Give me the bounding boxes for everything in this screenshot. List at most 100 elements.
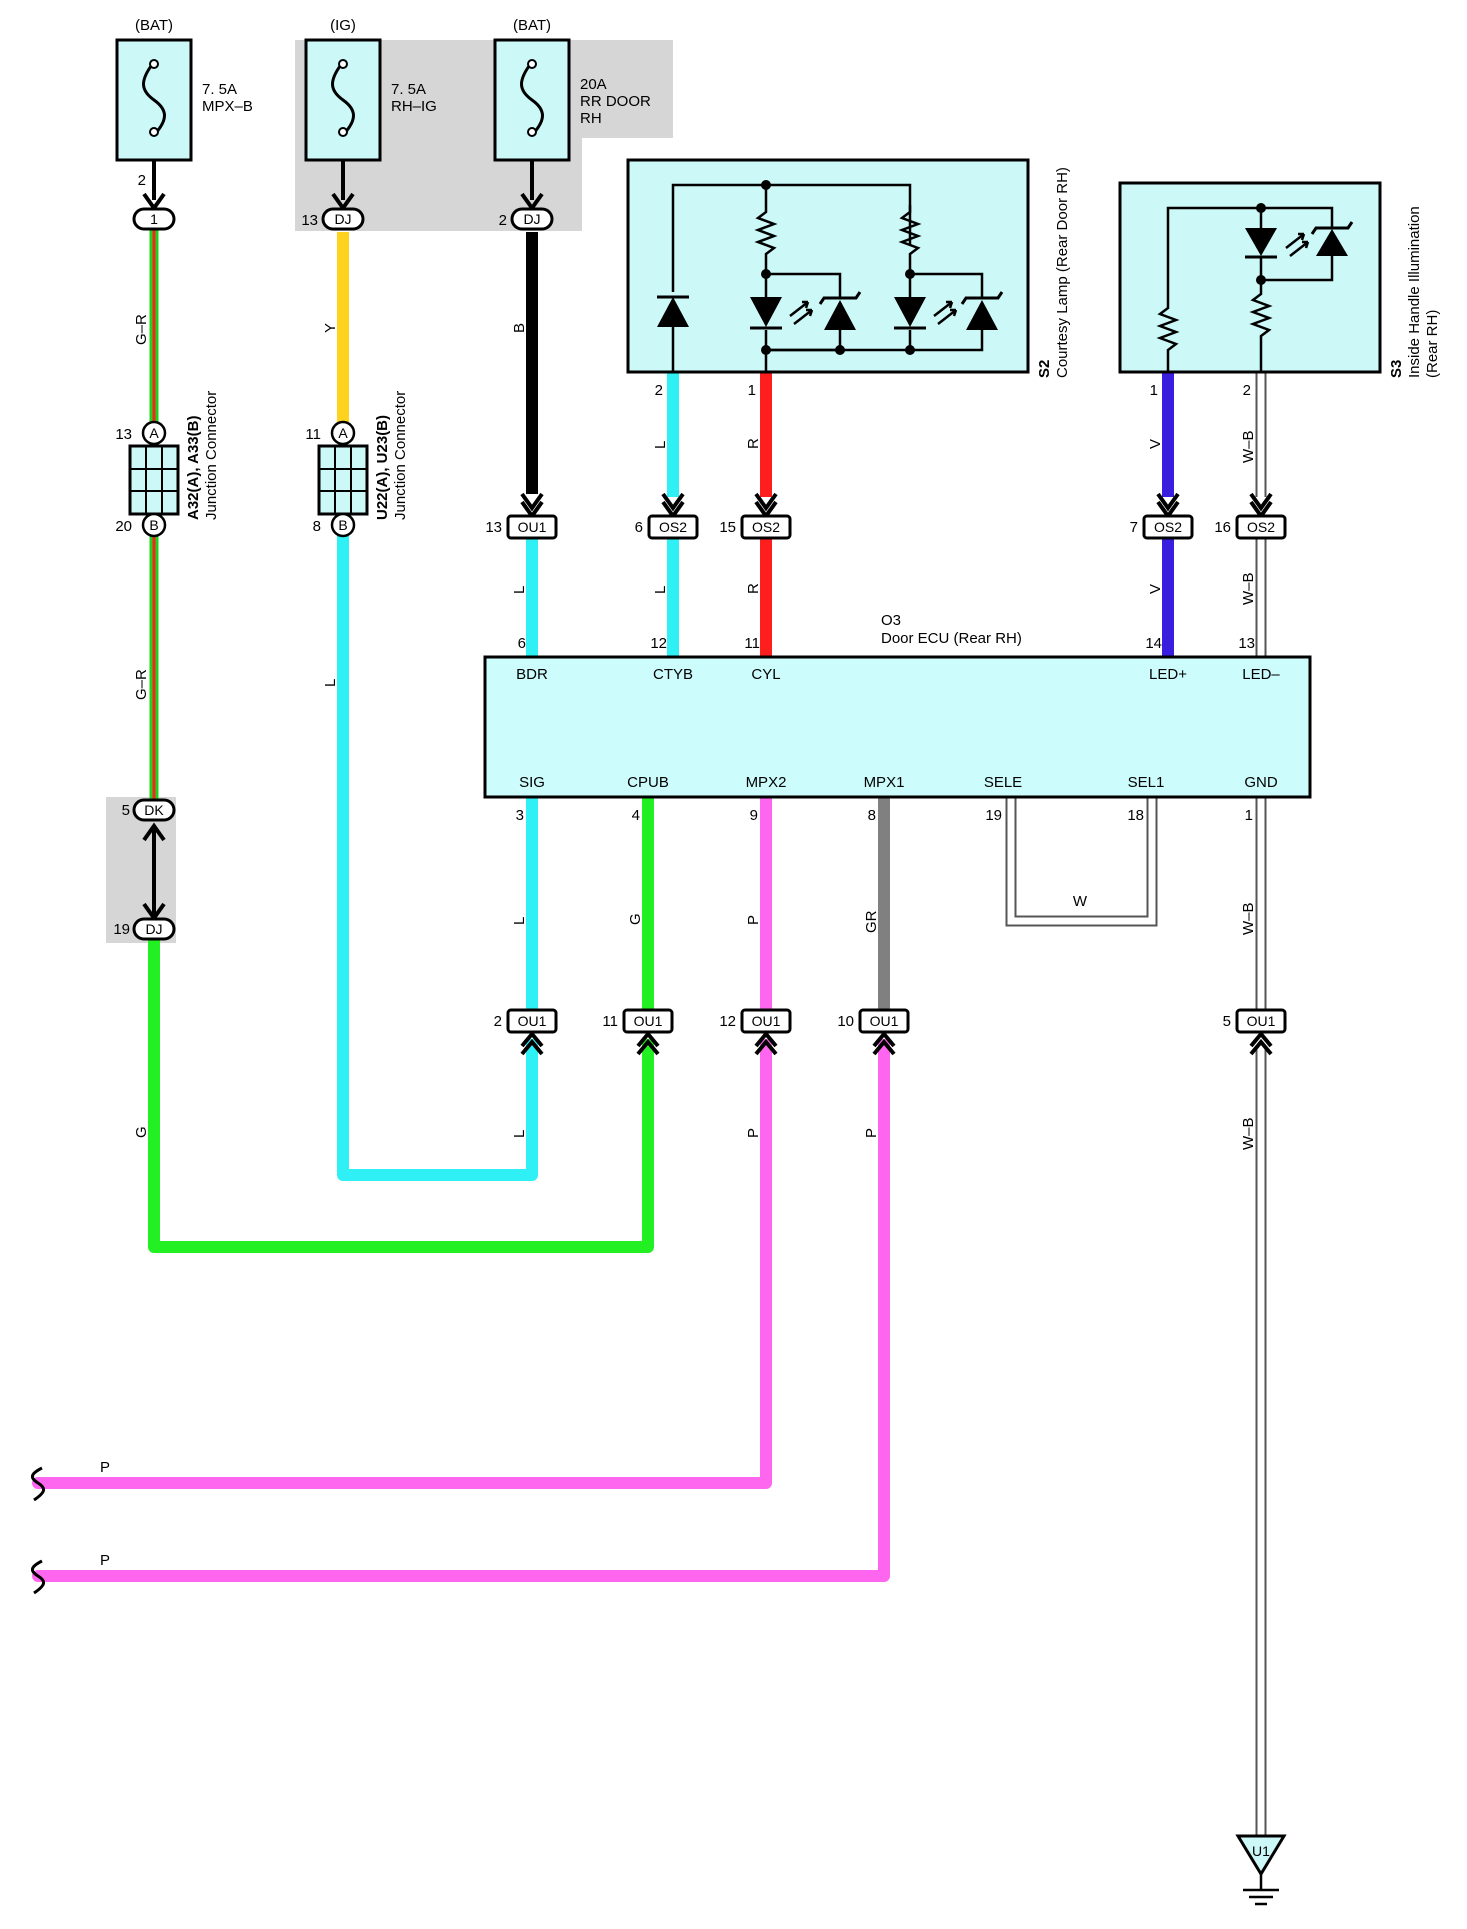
- ecu-pin: 8: [868, 807, 876, 824]
- connector-tag: DJ: [145, 921, 162, 937]
- connector-tag: DJ: [334, 211, 351, 227]
- connector-pin: 12: [719, 1013, 736, 1030]
- fuse-name-line2: RH: [580, 110, 602, 127]
- wire-label: L: [511, 586, 528, 594]
- connector-pin: 16: [1214, 519, 1231, 536]
- component-name: Courtesy Lamp (Rear Door RH): [1054, 167, 1071, 378]
- connector-tag: OS2: [1154, 519, 1182, 535]
- ecu-pin: 1: [1245, 807, 1253, 824]
- component-pin: 2: [1243, 382, 1251, 399]
- ecu-pin: 19: [985, 807, 1002, 824]
- connector-tag: DK: [144, 802, 164, 818]
- connector-pin: 5: [1223, 1013, 1231, 1030]
- inline-connectors-top: OU1 13 OS2 6 OS2 15 OS2 7 OS2 16: [485, 492, 1287, 540]
- component-s2-courtesy-lamp: S2 Courtesy Lamp (Rear Door RH) 2 1: [626, 158, 1071, 399]
- connector-dk-5: 5 DK: [122, 798, 176, 842]
- wire-label: P: [745, 915, 762, 925]
- connector-tag: OU1: [752, 1013, 781, 1029]
- wire-label: L: [652, 586, 669, 594]
- ecu-terminal: MPX1: [864, 774, 905, 791]
- fuse-rating: 20A: [580, 76, 607, 93]
- connector-1: 2 1: [132, 172, 176, 231]
- junction-connector-u22-u23: 11 A 8 B U22(A), U23(B) Junction Connect…: [305, 391, 409, 538]
- connector-tag: 1: [150, 211, 158, 227]
- ecu-pin: 13: [1238, 635, 1255, 652]
- connector-os2-6: OS2 6: [635, 492, 699, 540]
- wire-label: G: [133, 1126, 150, 1138]
- ecu-pin: 18: [1127, 807, 1144, 824]
- ecu-pin: 9: [750, 807, 758, 824]
- fuse-rh-ig: (IG) 7. 5A RH–IG: [304, 17, 437, 212]
- connector-pin: 19: [113, 921, 130, 938]
- wire-label: V: [1147, 439, 1164, 449]
- ecu-pin: 3: [516, 807, 524, 824]
- junction-connector-a32-a33: 13 A 20 B A32(A), A33(B) Junction Connec…: [115, 391, 220, 538]
- component-pin: 1: [1150, 382, 1158, 399]
- component-name: Inside Handle Illumination: [1406, 206, 1423, 378]
- wire-label: Y: [322, 323, 339, 333]
- ecu-terminal: CTYB: [653, 666, 693, 683]
- wire-label: L: [511, 1130, 528, 1138]
- connector-pin: 7: [1130, 519, 1138, 536]
- wire-label: W: [1073, 893, 1088, 910]
- junction-pin-bottom: 8: [313, 518, 321, 535]
- wire-label: W–B: [1240, 902, 1257, 935]
- junction-tag-top: A: [338, 425, 348, 441]
- component-s3-inside-handle-illumination: S3 Inside Handle Illumination (Rear RH) …: [1118, 181, 1441, 399]
- wire-color-labels: G–R G–R Y B L R V W–B L L R V W–B L G L …: [100, 314, 1257, 1569]
- junction-pin-bottom: 20: [115, 518, 132, 535]
- ecu-terminal: LED+: [1149, 666, 1187, 683]
- wire-l-junction: [337, 519, 538, 1181]
- connector-pin: 2: [499, 212, 507, 229]
- fuse-source-label: (BAT): [513, 17, 551, 34]
- connector-pin: 13: [301, 212, 318, 229]
- fuse-source-label: (BAT): [135, 17, 173, 34]
- component-pin: 1: [748, 382, 756, 399]
- wire-label: G: [627, 913, 644, 925]
- wire-w-loop: [1005, 798, 1158, 927]
- connector-pin: 6: [635, 519, 643, 536]
- connector-pin: 10: [837, 1013, 854, 1030]
- connector-tag: OS2: [659, 519, 687, 535]
- junction-tag-bottom: B: [338, 517, 347, 533]
- ecu-terminal: CPUB: [627, 774, 669, 791]
- wires: [32, 230, 1267, 1836]
- connector-tag: DJ: [523, 211, 540, 227]
- component-pin: 2: [655, 382, 663, 399]
- connector-pin: 11: [602, 1013, 618, 1030]
- wire-label: L: [322, 679, 339, 687]
- wire-label: W–B: [1240, 1117, 1257, 1150]
- fuse-rating: 7. 5A: [202, 81, 237, 98]
- connector-ou1-10: OU1 10: [837, 1008, 910, 1056]
- wire-label: W–B: [1240, 572, 1257, 605]
- connector-tag: OS2: [752, 519, 780, 535]
- component-o3-door-ecu: O3 Door ECU (Rear RH) 6 12 11 14 13 BDR …: [483, 612, 1312, 824]
- connector-tag: OS2: [1247, 519, 1275, 535]
- connector-dj-19: 19 DJ: [113, 902, 176, 941]
- ecu-terminal: SELE: [984, 774, 1022, 791]
- wire-label: R: [745, 583, 762, 594]
- junction-pin-top: 13: [115, 426, 132, 443]
- connector-pin: 2: [494, 1013, 502, 1030]
- component-code: O3: [881, 612, 901, 629]
- wire-label: P: [100, 1459, 110, 1476]
- fuse-name: RR DOOR: [580, 93, 651, 110]
- connector-tag: OU1: [518, 1013, 547, 1029]
- connector-pin: 15: [719, 519, 736, 536]
- wire-label: GR: [863, 910, 880, 933]
- connector-tag: OU1: [1247, 1013, 1276, 1029]
- wire-p-mpx1-out: [32, 1039, 890, 1582]
- connector-ou1-11: OU1 11: [602, 1008, 674, 1056]
- junction-subtitle: Junction Connector: [392, 391, 409, 520]
- fuse-source-label: (IG): [330, 17, 356, 34]
- connector-ou1-5: OU1 5: [1223, 1008, 1287, 1056]
- connector-tag: OU1: [870, 1013, 899, 1029]
- ecu-pin: 6: [518, 635, 526, 652]
- ecu-pin: 11: [744, 635, 760, 652]
- wire-label: W–B: [1240, 430, 1257, 463]
- fuse-mpx-b: (BAT) 7. 5A MPX–B: [115, 17, 253, 212]
- junction-tag-top: A: [149, 425, 159, 441]
- connector-os2-15: OS2 15: [719, 492, 792, 540]
- wire-label: R: [745, 438, 762, 449]
- wire-label: V: [1147, 584, 1164, 594]
